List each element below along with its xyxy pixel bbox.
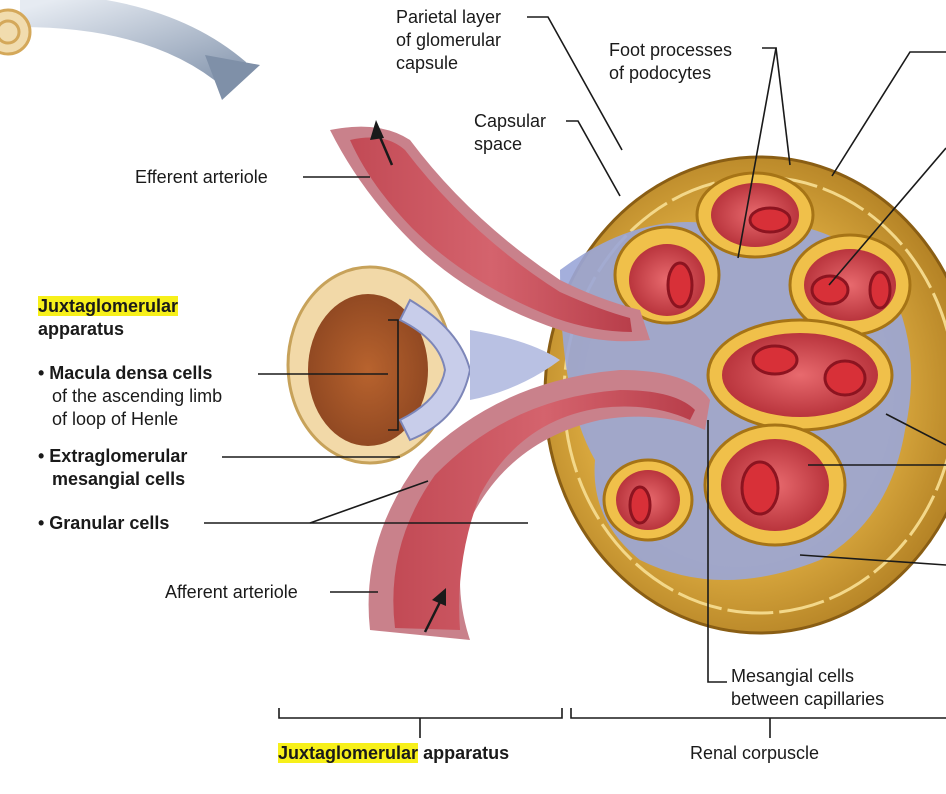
renal-corpuscle-illustration — [543, 155, 946, 635]
mesangial-cells-label: Mesangial cells between capillaries — [731, 665, 884, 711]
foot-line-2: of podocytes — [609, 63, 712, 83]
parietal-line-3: capsule — [396, 53, 459, 73]
jga-title-highlight: Juxtaglomerular — [38, 296, 179, 316]
parietal-line-2: of glomerular — [396, 30, 502, 50]
capsular-space-label: Capsular space — [474, 110, 546, 156]
foot-processes-label: Foot processes of podocytes — [609, 39, 732, 85]
jga-title-rest: apparatus — [38, 319, 125, 339]
granular-cells-label: • Granular cells — [38, 513, 170, 533]
leader-lines — [204, 16, 946, 683]
macula-desc-line-2: of loop of Henle — [52, 409, 179, 429]
efferent-arteriole-illustration — [330, 120, 650, 342]
mesangial-line-1: Mesangial cells — [731, 666, 855, 686]
afferent-arteriole-illustration — [368, 370, 710, 640]
afferent-arteriole-label: Afferent arteriole — [165, 582, 298, 602]
extraglomerular-line-2: mesangial cells — [52, 469, 186, 489]
macula-densa-label: • Macula densa cells of the ascending li… — [38, 362, 222, 431]
mesangial-line-2: between capillaries — [731, 689, 885, 709]
parietal-line-1: Parietal layer — [396, 7, 502, 27]
extraglomerular-line-1: • Extraglomerular — [38, 446, 188, 466]
capsular-line-1: Capsular — [474, 111, 547, 131]
jga-title: Juxtaglomerular apparatus — [38, 295, 179, 341]
glomerular-capillaries — [602, 171, 912, 547]
macula-desc-line-1: of the ascending limb — [52, 386, 223, 406]
renal-corpuscle-label: Renal corpuscle — [690, 743, 820, 763]
bottom-brackets — [278, 708, 946, 738]
parietal-layer-label: Parietal layer of glomerular capsule — [396, 6, 501, 75]
bottom-jga-highlight: Juxtaglomerular — [278, 743, 419, 763]
efferent-arteriole-label: Efferent arteriole — [135, 167, 268, 187]
bottom-jga-label: Juxtaglomerular apparatus — [278, 742, 509, 765]
pointer-arrow — [0, 0, 260, 100]
foot-line-1: Foot processes — [609, 40, 733, 60]
extraglomerular-label: • Extraglomerular mesangial cells — [38, 445, 187, 491]
bottom-jga-rest: apparatus — [423, 743, 510, 763]
capsular-line-2: space — [474, 134, 523, 154]
macula-densa-bold: • Macula densa cells — [38, 363, 213, 383]
